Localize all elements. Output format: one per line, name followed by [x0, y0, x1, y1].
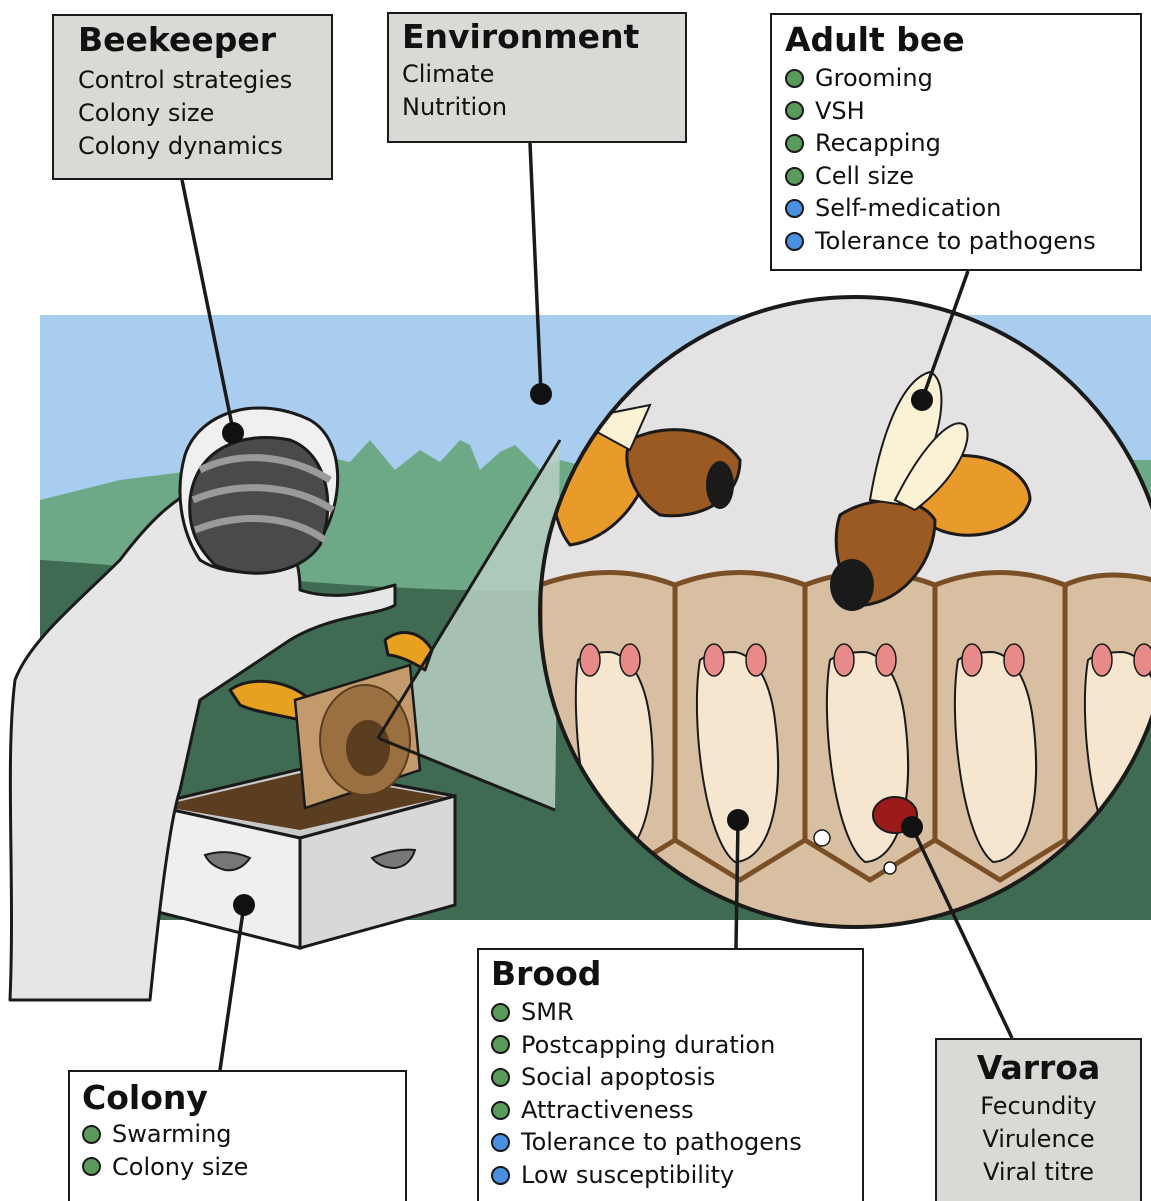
varroa-title: Varroa: [937, 1050, 1140, 1086]
varroa-item: Virulence: [937, 1123, 1140, 1156]
brood-item: Tolerance to pathogens: [491, 1126, 862, 1159]
adult-bee-item: Grooming: [785, 62, 1140, 95]
brood-item: Social apoptosis: [491, 1061, 862, 1094]
brood-item: Postcapping duration: [491, 1029, 862, 1062]
environment-item: Nutrition: [402, 91, 685, 124]
adult-bee-title: Adult bee: [785, 22, 1140, 58]
green-dot-icon: [82, 1125, 101, 1144]
brood-item: Attractiveness: [491, 1094, 862, 1127]
blue-dot-icon: [491, 1166, 510, 1185]
green-dot-icon: [491, 1101, 510, 1120]
adult-bee-item: Tolerance to pathogens: [785, 225, 1140, 258]
colony-title: Colony: [82, 1080, 405, 1116]
brood-item: SMR: [491, 996, 862, 1029]
green-dot-icon: [491, 1068, 510, 1087]
beekeeper-box: Beekeeper Control strategies Colony size…: [52, 14, 333, 180]
adult-bee-item: Recapping: [785, 127, 1140, 160]
green-dot-icon: [491, 1035, 510, 1054]
beekeeper-item: Colony size: [78, 97, 331, 130]
colony-item: Colony size: [82, 1151, 405, 1184]
blue-dot-icon: [785, 232, 804, 251]
blue-dot-icon: [785, 199, 804, 218]
brood-title: Brood: [491, 956, 862, 992]
beekeeper-item: Control strategies: [78, 64, 331, 97]
adult-bee-box: Adult bee Grooming VSH Recapping Cell si…: [770, 13, 1142, 271]
brood-box: Brood SMR Postcapping duration Social ap…: [477, 948, 864, 1201]
blue-dot-icon: [491, 1133, 510, 1152]
green-dot-icon: [785, 167, 804, 186]
varroa-item: Viral titre: [937, 1156, 1140, 1189]
environment-box: Environment Climate Nutrition: [387, 12, 687, 143]
varroa-box: Varroa Fecundity Virulence Viral titre: [935, 1038, 1142, 1201]
brood-item: Low susceptibility: [491, 1159, 862, 1192]
environment-title: Environment: [402, 19, 685, 55]
green-dot-icon: [785, 134, 804, 153]
adult-bee-item: Self-medication: [785, 192, 1140, 225]
beekeeper-title: Beekeeper: [78, 22, 331, 58]
hive-box: [150, 768, 455, 948]
green-dot-icon: [82, 1157, 101, 1176]
environment-item: Climate: [402, 58, 685, 91]
varroa-item: Fecundity: [937, 1090, 1140, 1123]
colony-box: Colony Swarming Colony size: [68, 1070, 407, 1201]
adult-bee-item: VSH: [785, 95, 1140, 128]
adult-bee-item: Cell size: [785, 160, 1140, 193]
colony-item: Swarming: [82, 1118, 405, 1151]
green-dot-icon: [491, 1003, 510, 1022]
green-dot-icon: [785, 101, 804, 120]
green-dot-icon: [785, 69, 804, 88]
beekeeper-item: Colony dynamics: [78, 130, 331, 163]
